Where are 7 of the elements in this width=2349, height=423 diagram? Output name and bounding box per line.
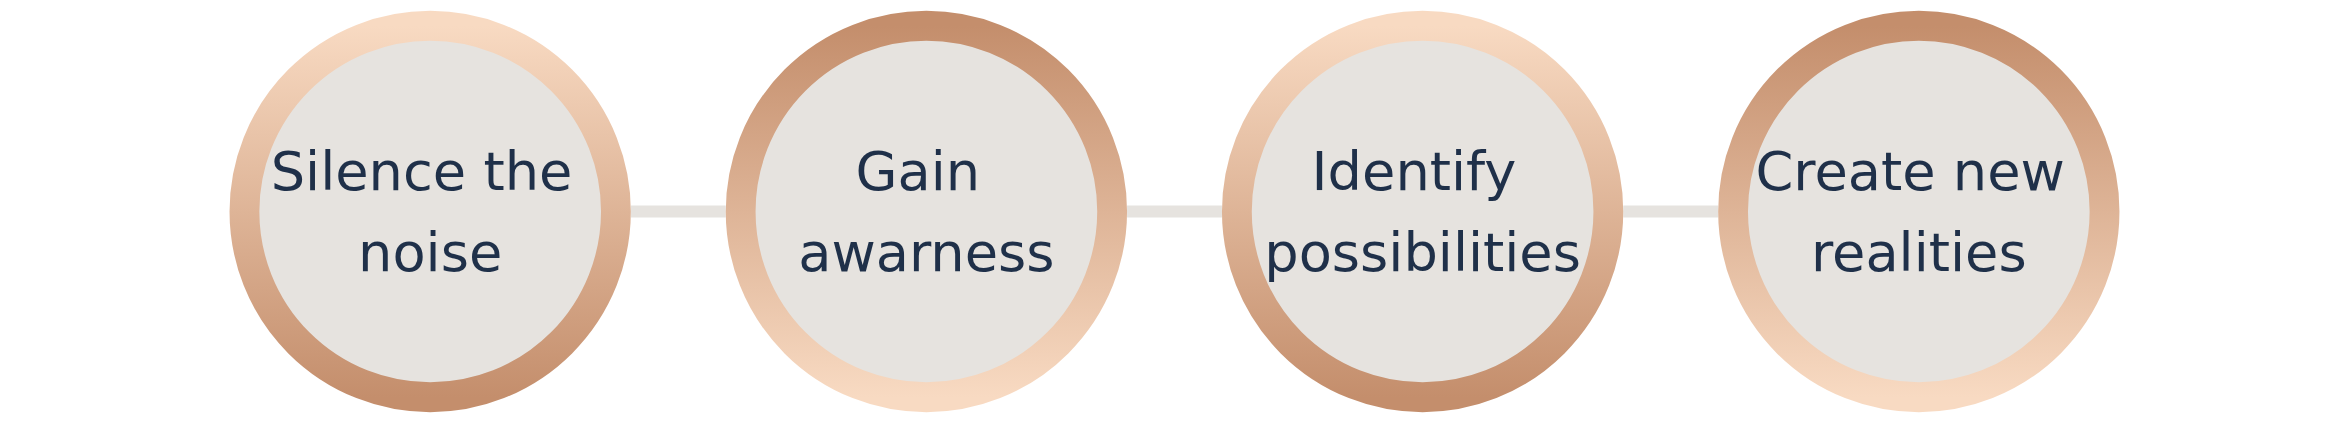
connector [1623,205,1719,218]
connector [630,205,726,218]
node-circle: Identify possibilities [1221,10,1624,413]
connector [1127,205,1222,218]
node-circle: Create new realities [1718,10,2120,413]
node-circle: Silence the noise [229,10,631,413]
node-circle: Gain awarness [725,10,1128,413]
